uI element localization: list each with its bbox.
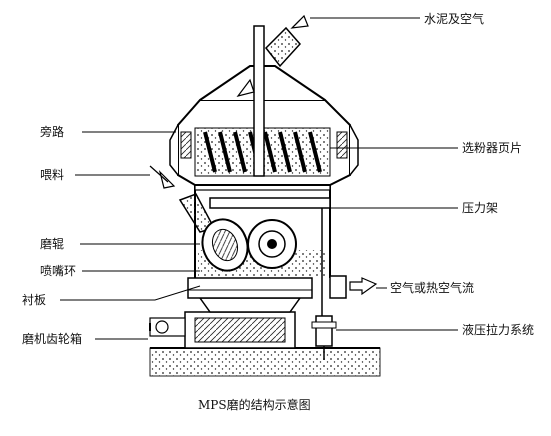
figure-caption: MPS磨的结构示意图 bbox=[198, 398, 311, 412]
central-shaft bbox=[253, 25, 302, 177]
label-liner: 衬板 bbox=[22, 293, 47, 307]
table-base bbox=[187, 277, 313, 313]
grinding-rollers bbox=[201, 218, 297, 272]
label-air-or-hot-air: 空气或热空气流 bbox=[390, 281, 475, 295]
flow-arrows bbox=[149, 14, 378, 296]
foundation bbox=[149, 347, 381, 377]
label-hydraulic-system: 液压拉力系统 bbox=[462, 323, 535, 337]
label-nozzle-ring: 喷嘴环 bbox=[40, 264, 77, 278]
label-separator-blades: 选粉器页片 bbox=[462, 141, 523, 155]
gearbox bbox=[149, 311, 296, 349]
label-pressure-frame: 压力架 bbox=[462, 201, 499, 215]
label-feed: 喂料 bbox=[40, 168, 65, 182]
hydraulic-cylinder bbox=[311, 315, 337, 360]
label-grinding-roller: 磨辊 bbox=[40, 237, 65, 251]
air-inlet-duct bbox=[329, 275, 347, 299]
pressure-frame bbox=[209, 197, 331, 330]
label-cement-air: 水泥及空气 bbox=[424, 12, 485, 26]
leader-lines bbox=[60, 17, 458, 340]
label-bypass: 旁路 bbox=[40, 125, 65, 139]
label-gearbox: 磨机齿轮箱 bbox=[22, 332, 83, 346]
